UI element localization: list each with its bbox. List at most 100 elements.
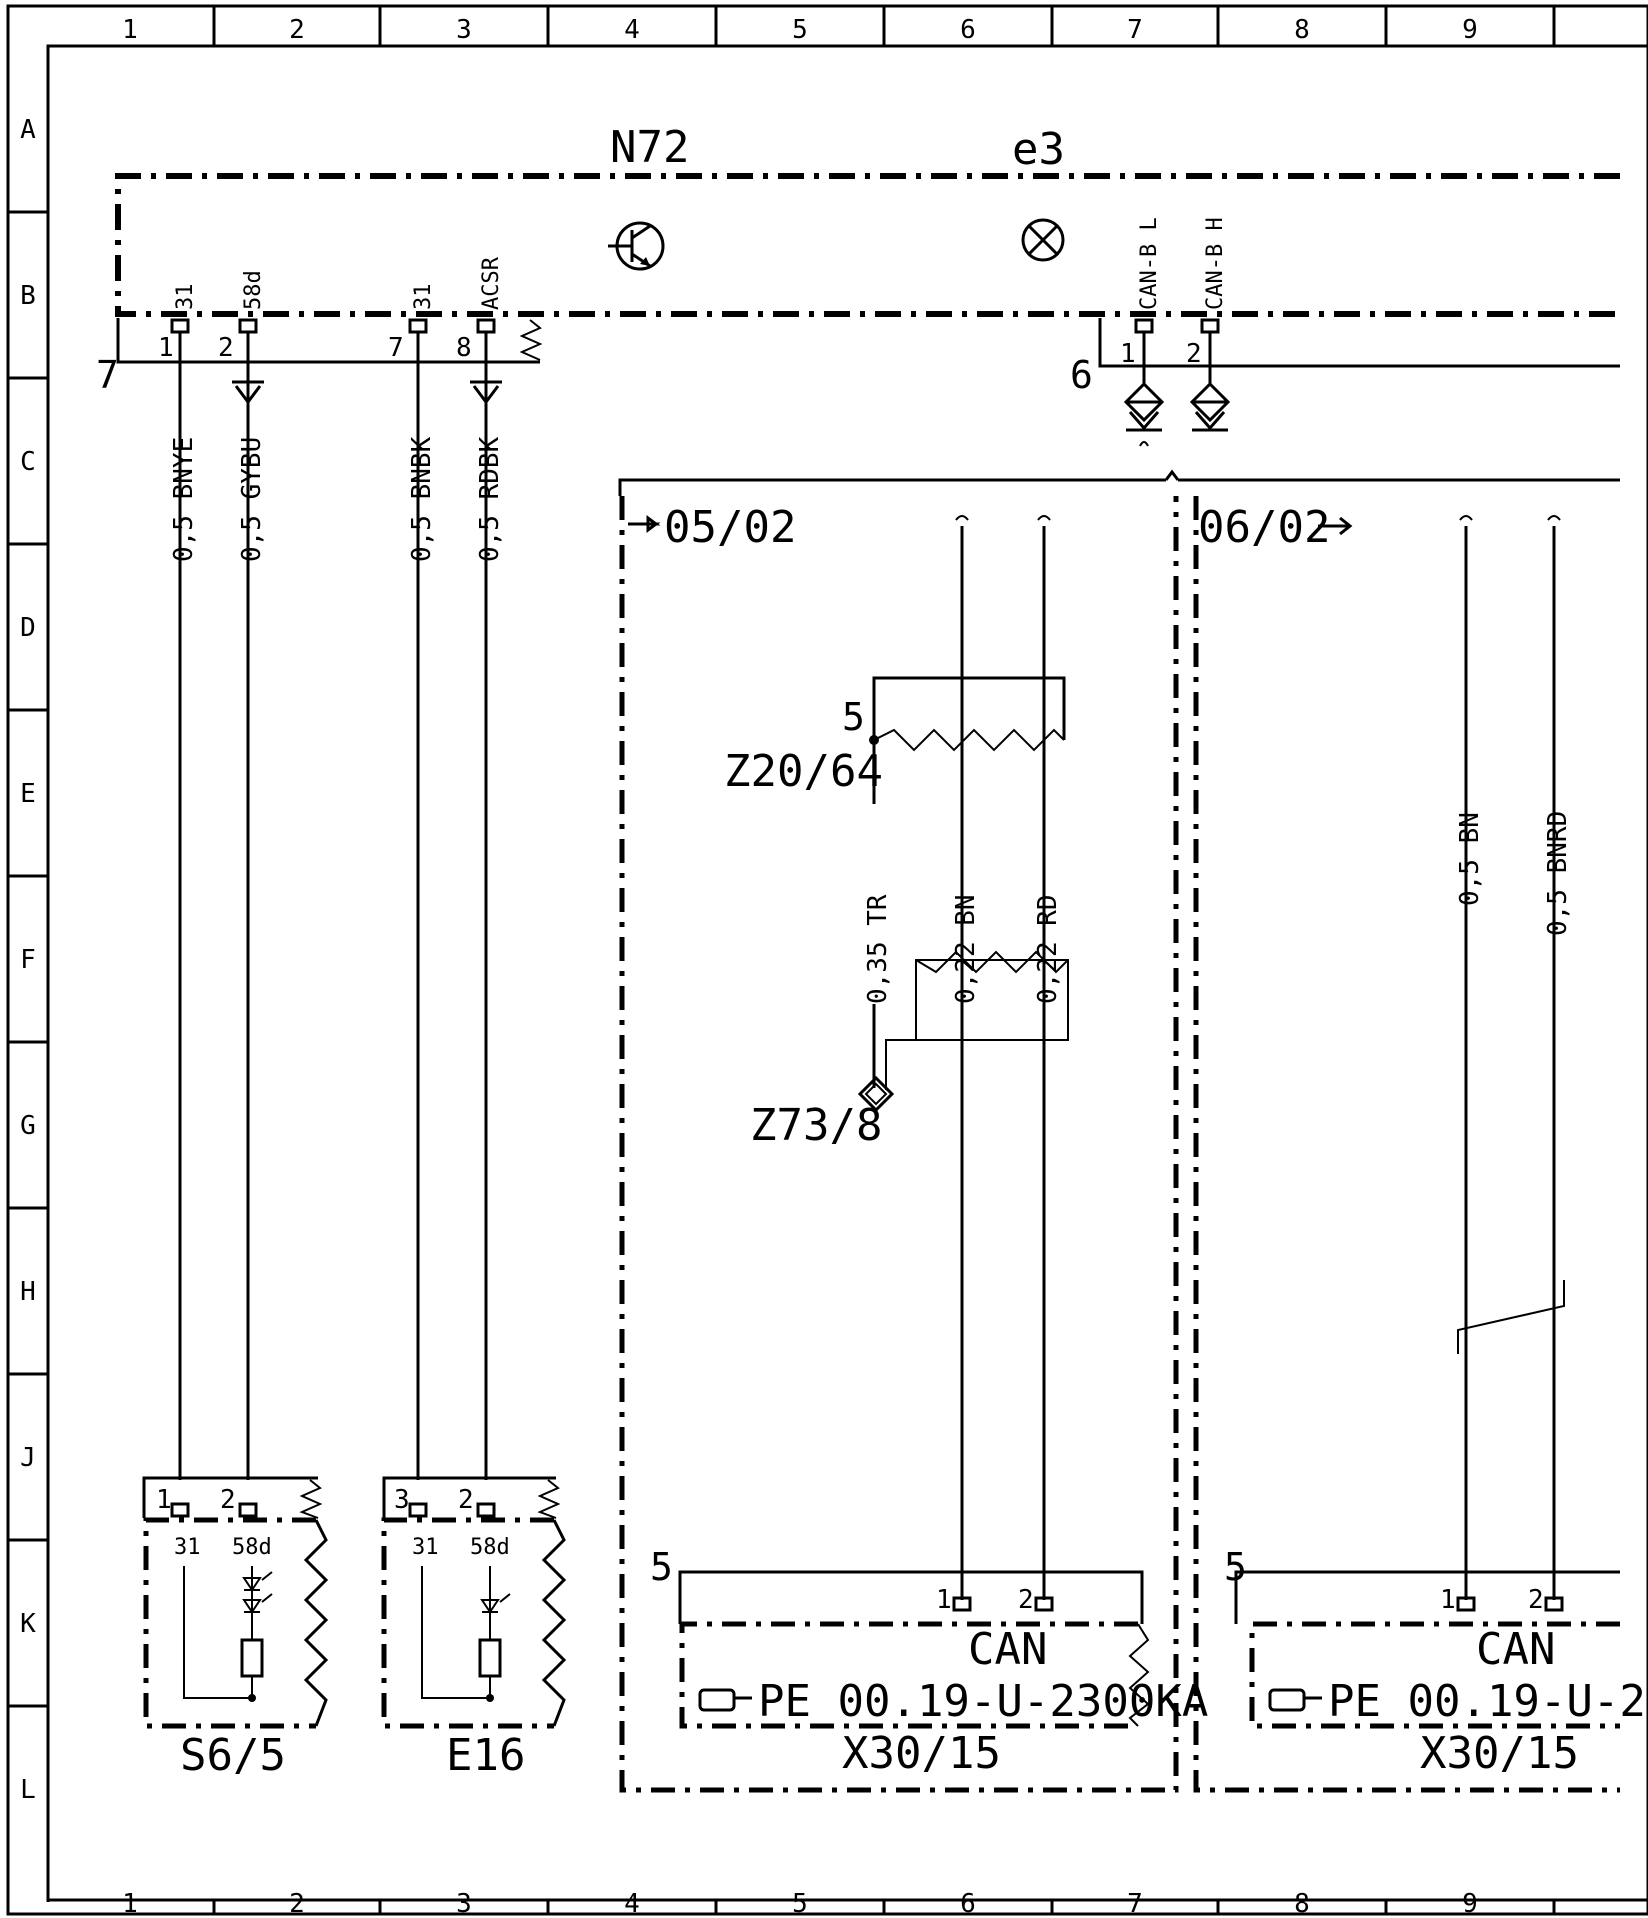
ref-right: 06/02 bbox=[1198, 502, 1330, 553]
col-label: 3 bbox=[456, 1889, 472, 1918]
e16-label: E16 bbox=[446, 1730, 525, 1781]
x30-b-can: CAN bbox=[1476, 1624, 1555, 1675]
row-label: B bbox=[20, 281, 36, 311]
pin-terminal: 31 bbox=[412, 1535, 439, 1560]
x30-a-can: CAN bbox=[968, 1624, 1047, 1675]
led-icon bbox=[480, 1593, 511, 1614]
pin-number: 1 bbox=[1120, 339, 1136, 369]
connector-7: 7 1 31 2 58d 7 31 8 ACSR bbox=[96, 256, 543, 570]
col-label: 7 bbox=[1127, 15, 1143, 45]
variant-05-02: 05/02 bbox=[618, 469, 1620, 1793]
col-label: 1 bbox=[122, 1889, 138, 1918]
wire-label: 0,5 BN bbox=[1455, 812, 1485, 906]
col-label: 8 bbox=[1294, 15, 1310, 45]
pin-number: 2 bbox=[1018, 1585, 1034, 1615]
pin-number: 3 bbox=[394, 1485, 410, 1515]
x30-a-ref: PE 00.19-U-2300KA bbox=[758, 1676, 1208, 1727]
wire-label: 0,5 BNBK bbox=[407, 436, 437, 562]
pin-number: 2 bbox=[458, 1485, 474, 1515]
wire-label: 0,5 BNYE bbox=[169, 437, 199, 562]
pin-2 bbox=[238, 318, 258, 334]
n72-module: N72 e3 bbox=[115, 122, 1620, 317]
wire-label: 0,5 BNRD bbox=[1543, 811, 1573, 936]
z20-64-splice: 5 Z20/64 bbox=[724, 676, 1066, 804]
z73-8-label: Z73/8 bbox=[750, 1100, 882, 1151]
pin-1 bbox=[170, 318, 190, 334]
pin-number: 2 bbox=[1186, 339, 1202, 369]
pin-7 bbox=[408, 318, 428, 334]
col-label: 5 bbox=[792, 15, 808, 45]
col-label: 4 bbox=[624, 1889, 640, 1918]
pin-terminal: ACSR bbox=[479, 256, 504, 310]
pin-number: 7 bbox=[388, 333, 404, 363]
wire-label: 0,5 GYBU bbox=[237, 437, 267, 562]
pin-8 bbox=[476, 318, 496, 334]
connector-6: 6 1 2 CAN-B L CAN-B H bbox=[1070, 217, 1620, 447]
pin-number: 1 bbox=[158, 333, 174, 363]
ref-left: 05/02 bbox=[664, 502, 796, 553]
col-label: 7 bbox=[1127, 1889, 1143, 1918]
pin-number: 2 bbox=[220, 1485, 236, 1515]
wire-label: 0,22 RD bbox=[1033, 894, 1063, 1004]
row-label: H bbox=[20, 1277, 36, 1307]
pin-terminal: 58d bbox=[232, 1535, 272, 1560]
z20-64-label: Z20/64 bbox=[724, 746, 883, 797]
ground-icon bbox=[470, 380, 502, 405]
wire-label: 0,35 TR bbox=[863, 894, 893, 1004]
pin-terminal: 58d bbox=[241, 270, 266, 310]
e16-lamp: 3 2 31 58d E16 bbox=[381, 1476, 567, 1781]
col-label: 4 bbox=[624, 15, 640, 45]
col-label: 6 bbox=[960, 15, 976, 45]
col-label: 6 bbox=[960, 1889, 976, 1918]
x30-b-plug: 5 bbox=[1224, 1545, 1247, 1589]
col-label: 5 bbox=[792, 1889, 808, 1918]
x30-b-ref: PE 00.19-U-23 bbox=[1328, 1676, 1648, 1727]
x30-15-b: 5 1 2 CAN PE 00.19-U-23 X30/15 bbox=[1224, 1545, 1648, 1779]
connector-6-label: 6 bbox=[1070, 353, 1093, 397]
wire-label: 0,5 RDBK bbox=[475, 436, 505, 562]
row-label: K bbox=[20, 1609, 36, 1639]
x30-15-a-label: X30/15 bbox=[842, 1728, 1001, 1779]
pin-number: 2 bbox=[218, 333, 234, 363]
row-label: D bbox=[20, 613, 36, 643]
pin-terminal: 31 bbox=[174, 1535, 201, 1560]
can-bus-icon bbox=[1189, 381, 1231, 432]
row-label: E bbox=[20, 779, 36, 809]
grid-frame: 1 2 3 4 5 6 7 8 9 1 2 3 4 5 6 7 8 9 A B … bbox=[6, 4, 1648, 1918]
e3-label: e3 bbox=[1012, 124, 1065, 175]
row-label: A bbox=[20, 115, 36, 145]
row-label: G bbox=[20, 1111, 36, 1141]
pin-terminal: 58d bbox=[470, 1535, 510, 1560]
led-icon bbox=[242, 1571, 273, 1614]
x30-a-plug: 5 bbox=[650, 1545, 673, 1589]
z20-pin: 5 bbox=[842, 695, 865, 739]
col-label: 9 bbox=[1462, 15, 1478, 45]
x30-15-b-label: X30/15 bbox=[1420, 1728, 1579, 1779]
pin-terminal: CAN-B L bbox=[1137, 217, 1162, 310]
pin-number: 2 bbox=[1528, 1585, 1544, 1615]
col-label: 3 bbox=[456, 15, 472, 45]
row-label: F bbox=[20, 945, 36, 975]
transistor-icon bbox=[608, 221, 665, 271]
row-label: L bbox=[20, 1775, 36, 1805]
s6-5-label: S6/5 bbox=[180, 1730, 286, 1781]
z73-8-ground: Z73/8 bbox=[750, 950, 1069, 1151]
connector-7-label: 7 bbox=[96, 353, 119, 397]
pin-number: 1 bbox=[936, 1585, 952, 1615]
x30-15-a: 5 1 2 CAN PE 00.19-U-2300KA X30/15 bbox=[650, 1545, 1208, 1779]
pin-number: 8 bbox=[456, 333, 472, 363]
can-bus-icon bbox=[1123, 381, 1165, 447]
pin-terminal: 31 bbox=[173, 284, 198, 311]
pin-terminal: 31 bbox=[411, 284, 436, 311]
row-label: C bbox=[20, 447, 36, 477]
col-label: 2 bbox=[289, 1889, 305, 1918]
variant-break bbox=[1457, 1280, 1565, 1354]
pin-number: 1 bbox=[1440, 1585, 1456, 1615]
col-label: 8 bbox=[1294, 1889, 1310, 1918]
n72-label: N72 bbox=[610, 122, 689, 173]
col-label: 9 bbox=[1462, 1889, 1478, 1918]
s6-5-switch: 1 2 31 58d S6/5 bbox=[142, 1476, 329, 1781]
row-label: J bbox=[20, 1443, 36, 1473]
pin-number: 1 bbox=[156, 1485, 172, 1515]
